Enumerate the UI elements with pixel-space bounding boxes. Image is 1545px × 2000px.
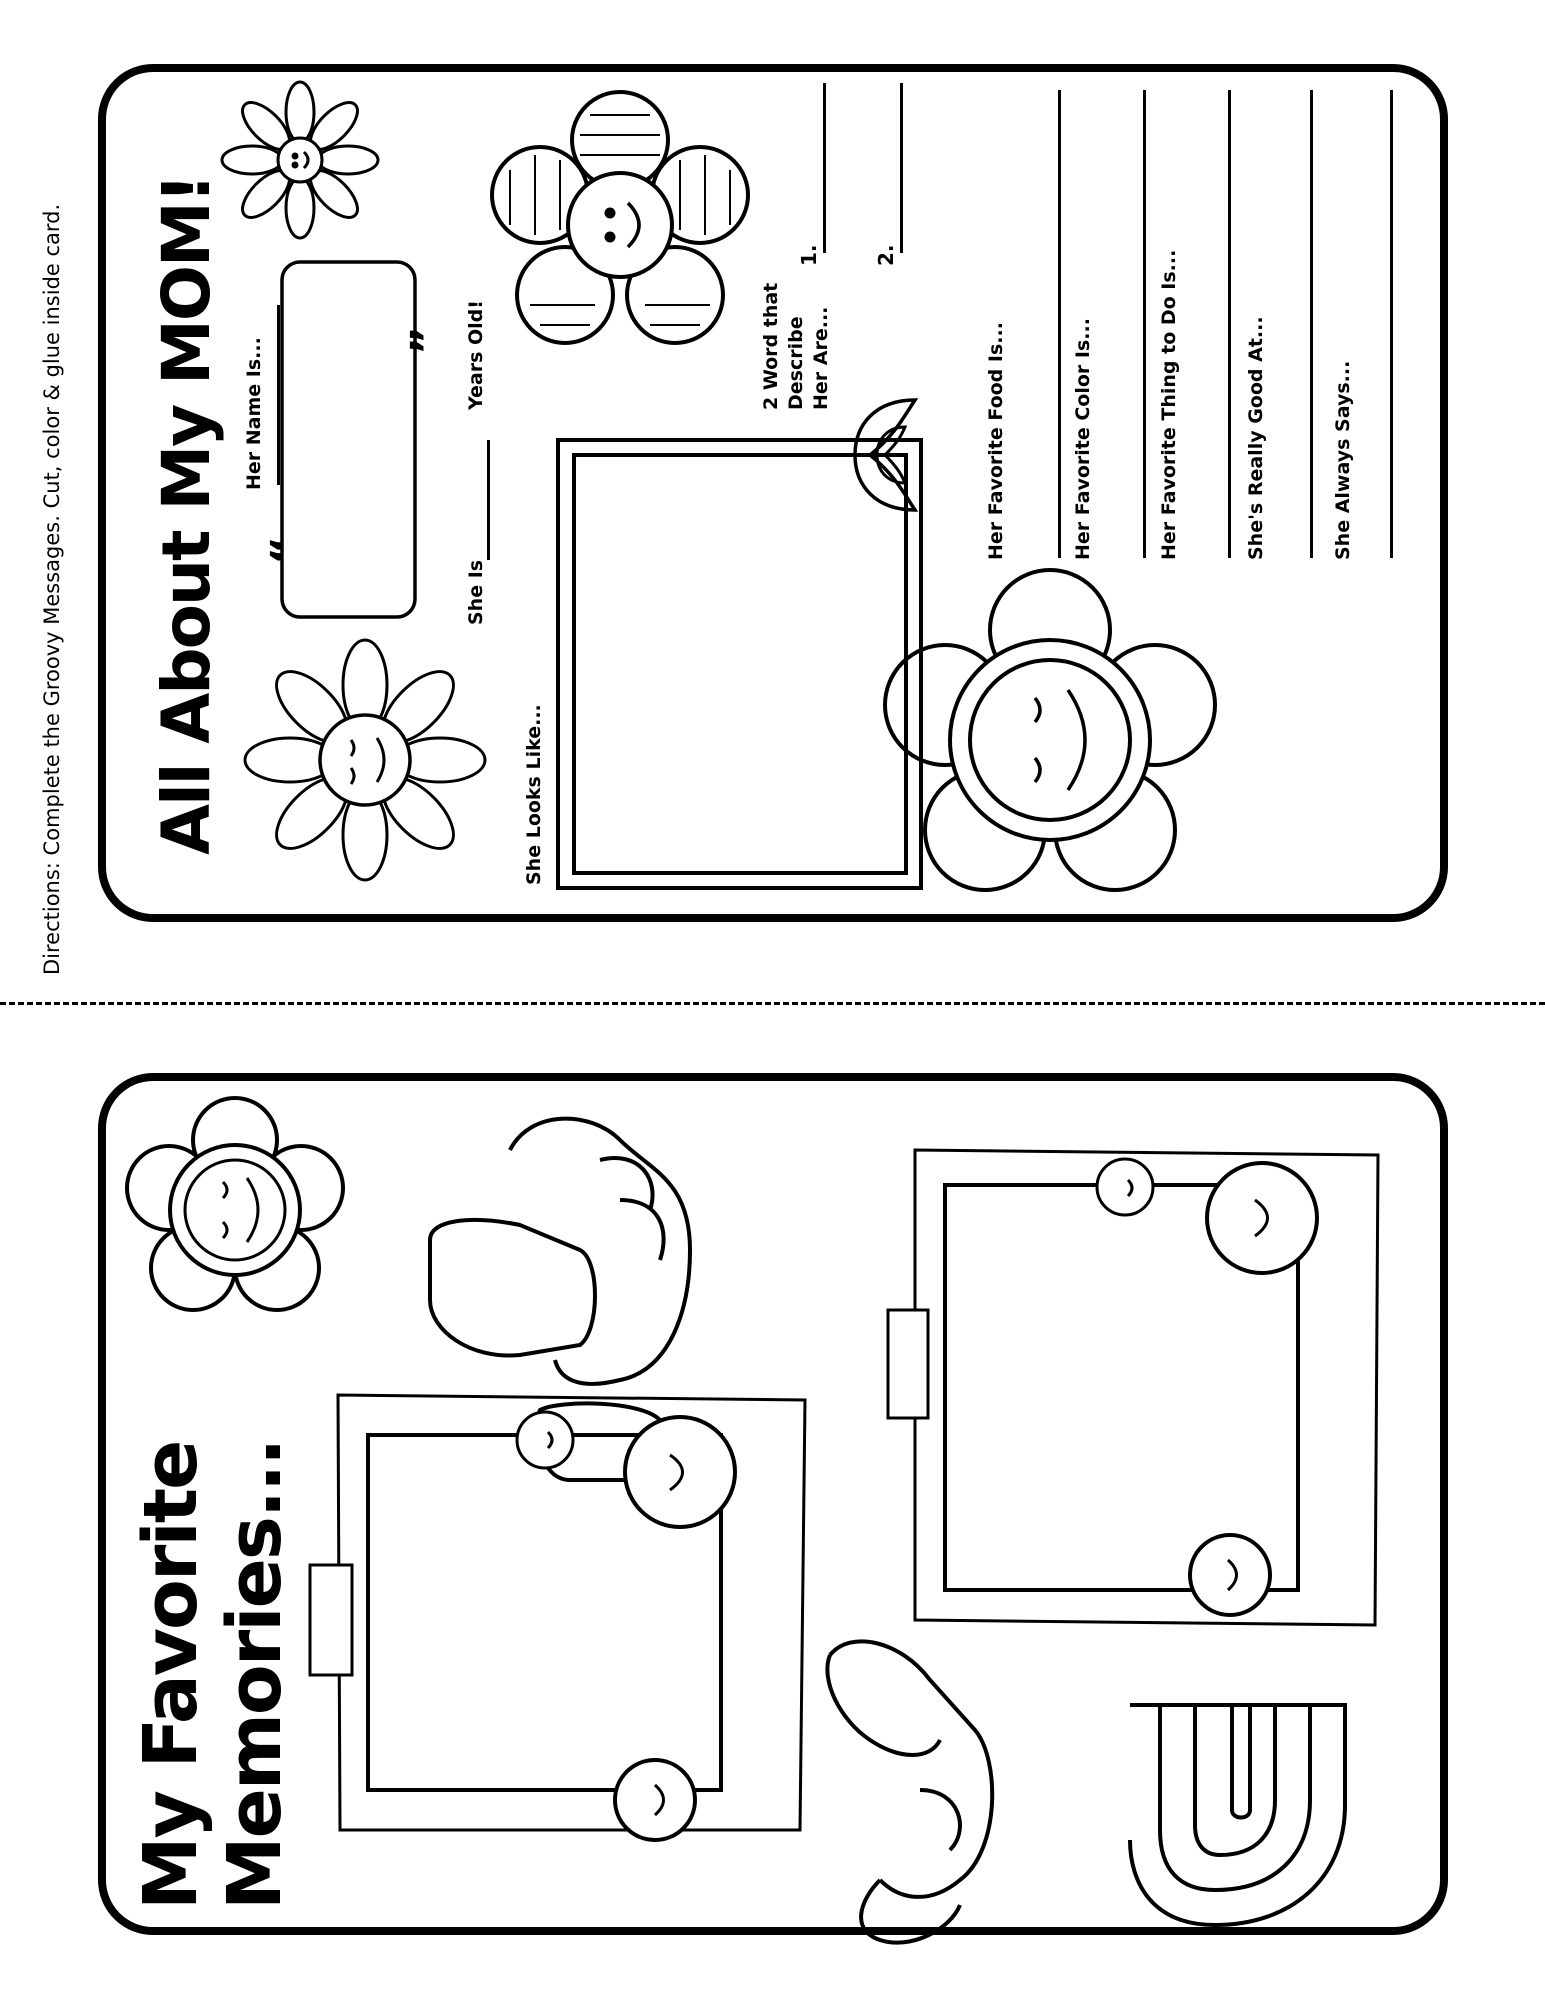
word-1-line [823,83,826,253]
says-line [1390,90,1393,558]
name-blank-line [277,305,280,485]
memory-photo-frame-left [308,1393,807,1842]
pointing-hand-icon-bottom [825,1639,995,1945]
heart-icon [853,398,919,512]
food-line [1058,90,1061,558]
smiley-flower-bottom-icon [125,1096,345,1312]
memory-photo-frame-right [886,1148,1380,1627]
thing-line [1228,90,1231,558]
cut-line [0,1002,1545,1005]
striped-flower-icon [490,90,750,345]
color-line [1143,90,1146,558]
looks-like-photo-frame [556,438,923,890]
age-blank-line [487,440,490,560]
smiley-flower-large-icon [883,568,1217,892]
name-quote-box [280,260,417,619]
daisy-flower-large-icon [243,638,487,882]
good-at-line [1310,90,1313,558]
word-2-line [900,83,903,253]
rainbow-icon [1128,1703,1347,1928]
daisy-flower-small-icon [220,80,380,240]
